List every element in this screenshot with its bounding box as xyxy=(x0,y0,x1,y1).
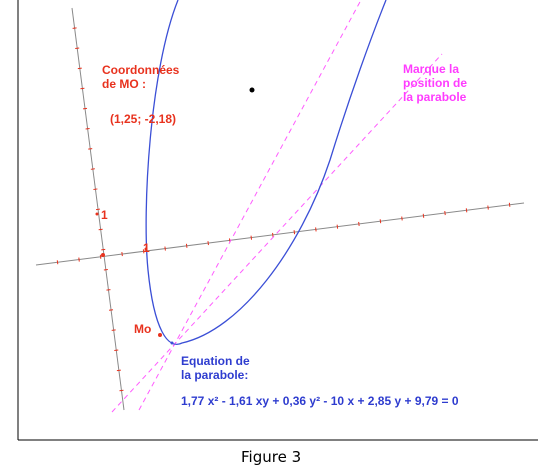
axis-tick xyxy=(164,246,166,251)
axis-tick xyxy=(85,128,90,130)
axis-tick xyxy=(315,227,317,232)
axis-tick xyxy=(56,260,59,265)
axis-tick xyxy=(106,289,111,291)
axis-tick xyxy=(88,148,93,150)
axis-tick xyxy=(250,235,253,240)
axis-tick xyxy=(80,87,85,90)
horizontal-axis-ticks xyxy=(56,202,511,265)
coordinates-title: Coordonnées de MO : xyxy=(102,63,180,91)
unit-point-horizontal xyxy=(144,247,148,251)
axis-tick xyxy=(207,241,209,246)
axis-tick xyxy=(99,254,102,259)
axis-tick xyxy=(98,228,103,231)
axis-tick xyxy=(336,224,339,229)
origin-point xyxy=(101,253,105,257)
axis-tick xyxy=(95,208,101,211)
vertex-point xyxy=(170,341,174,345)
axis-tick xyxy=(465,208,468,213)
axis-tick xyxy=(119,389,124,392)
axis-tick xyxy=(77,67,82,70)
axis-tick xyxy=(103,268,108,271)
parabola-guide-line xyxy=(111,53,443,413)
axis-tick xyxy=(121,252,123,257)
marker-note: Marque la position de la parabole xyxy=(403,62,467,104)
axis-tick xyxy=(116,369,121,372)
axis-tick xyxy=(101,248,106,251)
axis-tick xyxy=(508,202,511,207)
axis-tick xyxy=(422,213,425,218)
parabola-guide-line xyxy=(138,0,362,411)
axis-tick xyxy=(358,221,360,227)
tick-label-vertical: 1 xyxy=(101,208,108,222)
axis-tick xyxy=(379,219,382,224)
axis-tick xyxy=(78,257,80,262)
figure-caption: Figure 3 xyxy=(241,448,302,466)
axis-tick xyxy=(82,107,88,110)
axis-tick xyxy=(72,27,77,29)
equation-text: 1,77 x² - 1,61 xy + 0,36 y² - 10 x + 2,8… xyxy=(181,394,459,408)
axis-tick xyxy=(142,249,145,254)
point-mo-label: Mo xyxy=(134,322,152,336)
horizontal-axis xyxy=(35,202,525,266)
axis-tick xyxy=(444,210,446,216)
point-marker xyxy=(249,87,255,93)
axis-tick xyxy=(272,232,274,237)
oblique-axis-ticks xyxy=(72,27,124,392)
coordinates-value: (1,25; -2,18) xyxy=(110,112,177,126)
axis-tick xyxy=(185,243,188,248)
axis-tick xyxy=(93,188,98,190)
axis-tick xyxy=(293,230,296,235)
point-mo xyxy=(158,333,162,337)
axis-tick xyxy=(401,216,403,221)
axis-tick xyxy=(90,168,95,170)
unit-point-vertical xyxy=(95,212,99,216)
axis-tick xyxy=(75,47,80,50)
axis-tick xyxy=(109,309,114,311)
tick-label-horizontal: 1 xyxy=(143,241,150,255)
axis-tick xyxy=(487,205,489,210)
axis-tick xyxy=(114,349,119,352)
equation-title: Equation de la parabole: xyxy=(181,354,250,382)
parabola-curve xyxy=(145,0,387,345)
axis-tick xyxy=(111,329,116,331)
